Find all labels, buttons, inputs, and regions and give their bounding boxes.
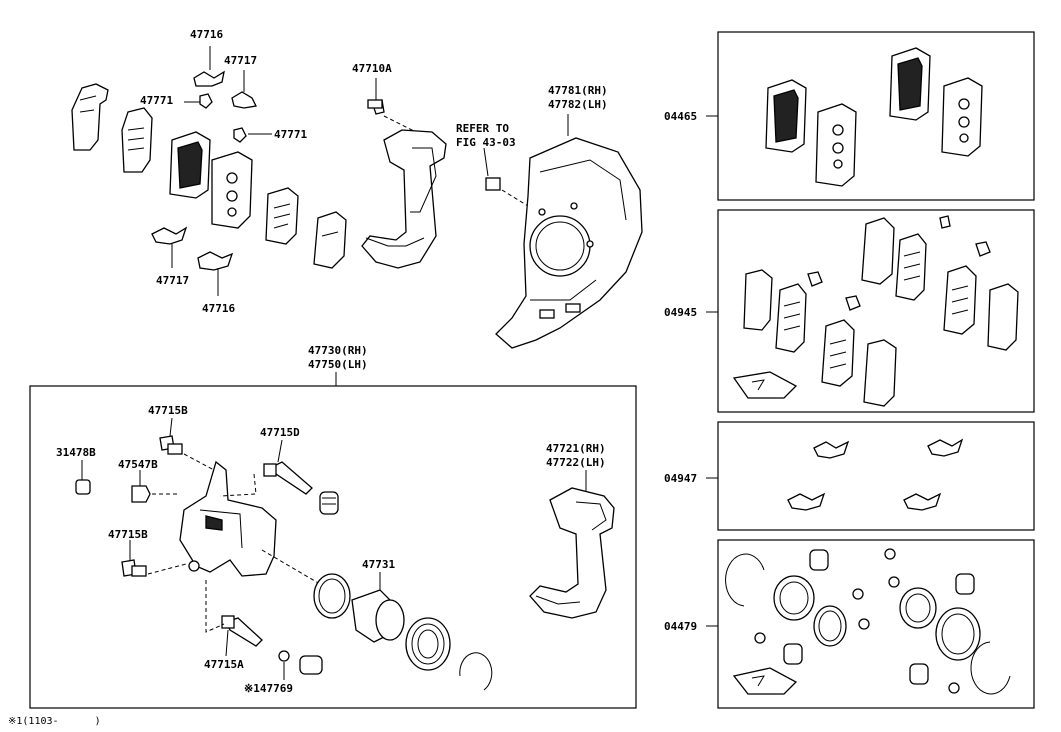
label-47722-lh: 47722(LH) (546, 456, 606, 469)
label-47715B-top: 47715B (148, 404, 188, 417)
label-47782-lh: 47782(LH) (548, 98, 608, 111)
label-47716-top: 47716 (190, 28, 223, 41)
pad-leaders (171, 46, 272, 296)
caliper-bracket-illustration (361, 99, 447, 269)
kit-box-04465 (717, 31, 1035, 201)
label-fig-43-03: FIG 43-03 (456, 136, 516, 149)
caliper-leaders (81, 417, 381, 680)
kit-box-04947 (717, 421, 1035, 531)
label-47715B-bottom: 47715B (108, 528, 148, 541)
caliper-assembly-box (29, 385, 637, 709)
caliper-illustration (75, 435, 493, 691)
label-47730-rh: 47730(RH) (308, 344, 368, 357)
label-47715D: 47715D (260, 426, 300, 439)
pad-set-illustration (71, 70, 347, 271)
footnote: ※1(1103- ) (8, 716, 101, 727)
dust-shield-illustration (485, 137, 643, 349)
label-kit-04465: 04465 (664, 110, 697, 123)
label-kit-04479: 04479 (664, 620, 697, 633)
kit-box-04945 (717, 209, 1035, 413)
label-47717-top: 47717 (224, 54, 257, 67)
label-kit-04945: 04945 (664, 306, 697, 319)
label-47750-lh: 47750(LH) (308, 358, 368, 371)
label-47769: ※147769 (244, 682, 293, 695)
label-47715A: 47715A (204, 658, 244, 671)
kit-04465-pads (765, 47, 983, 187)
label-47721-rh: 47721(RH) (546, 442, 606, 455)
kit-box-04479 (717, 539, 1035, 709)
label-47710A: 47710A (352, 62, 392, 75)
label-31478B: 31478B (56, 446, 96, 459)
label-47717-bottom: 47717 (156, 274, 189, 287)
label-47771-right: 47771 (274, 128, 307, 141)
label-47781-rh: 47781(RH) (548, 84, 608, 97)
label-47731: 47731 (362, 558, 395, 571)
label-refer-to: REFER TO (456, 122, 509, 135)
kit-04947-clips (787, 438, 964, 511)
label-47771-left: 47771 (140, 94, 173, 107)
caliper-support-illustration (529, 487, 615, 619)
label-47716-bottom: 47716 (202, 302, 235, 315)
label-kit-04947: 04947 (664, 472, 697, 485)
label-47547B: 47547B (118, 458, 158, 471)
kit-04479-seals (725, 548, 1011, 695)
kit-04945-shims (732, 215, 1019, 407)
